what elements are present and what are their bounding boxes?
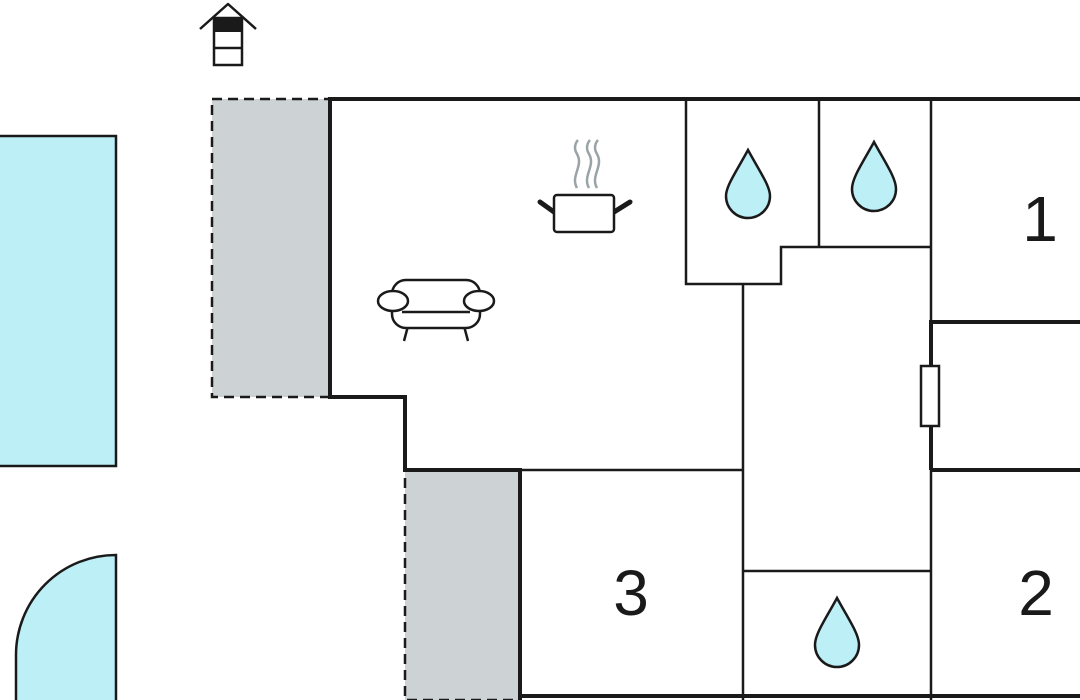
bedroom-3-label: 3 [613,557,649,629]
cooking-pot-icon [537,139,633,234]
terrace [210,97,332,399]
interior-walls [520,99,1080,700]
hot-tub [14,553,118,700]
water-drop-icon [850,139,898,213]
sofa-icon [376,278,496,342]
water-drop-icon [724,147,772,220]
pool [0,134,118,468]
water-drop-icon [813,595,861,669]
bedroom-2-label: 2 [1018,557,1054,629]
door-icon [919,364,941,428]
bedroom-1-label: 1 [1022,183,1058,255]
terrace [403,468,522,700]
house-icon [199,2,257,67]
bedroom-wall [929,320,1080,470]
